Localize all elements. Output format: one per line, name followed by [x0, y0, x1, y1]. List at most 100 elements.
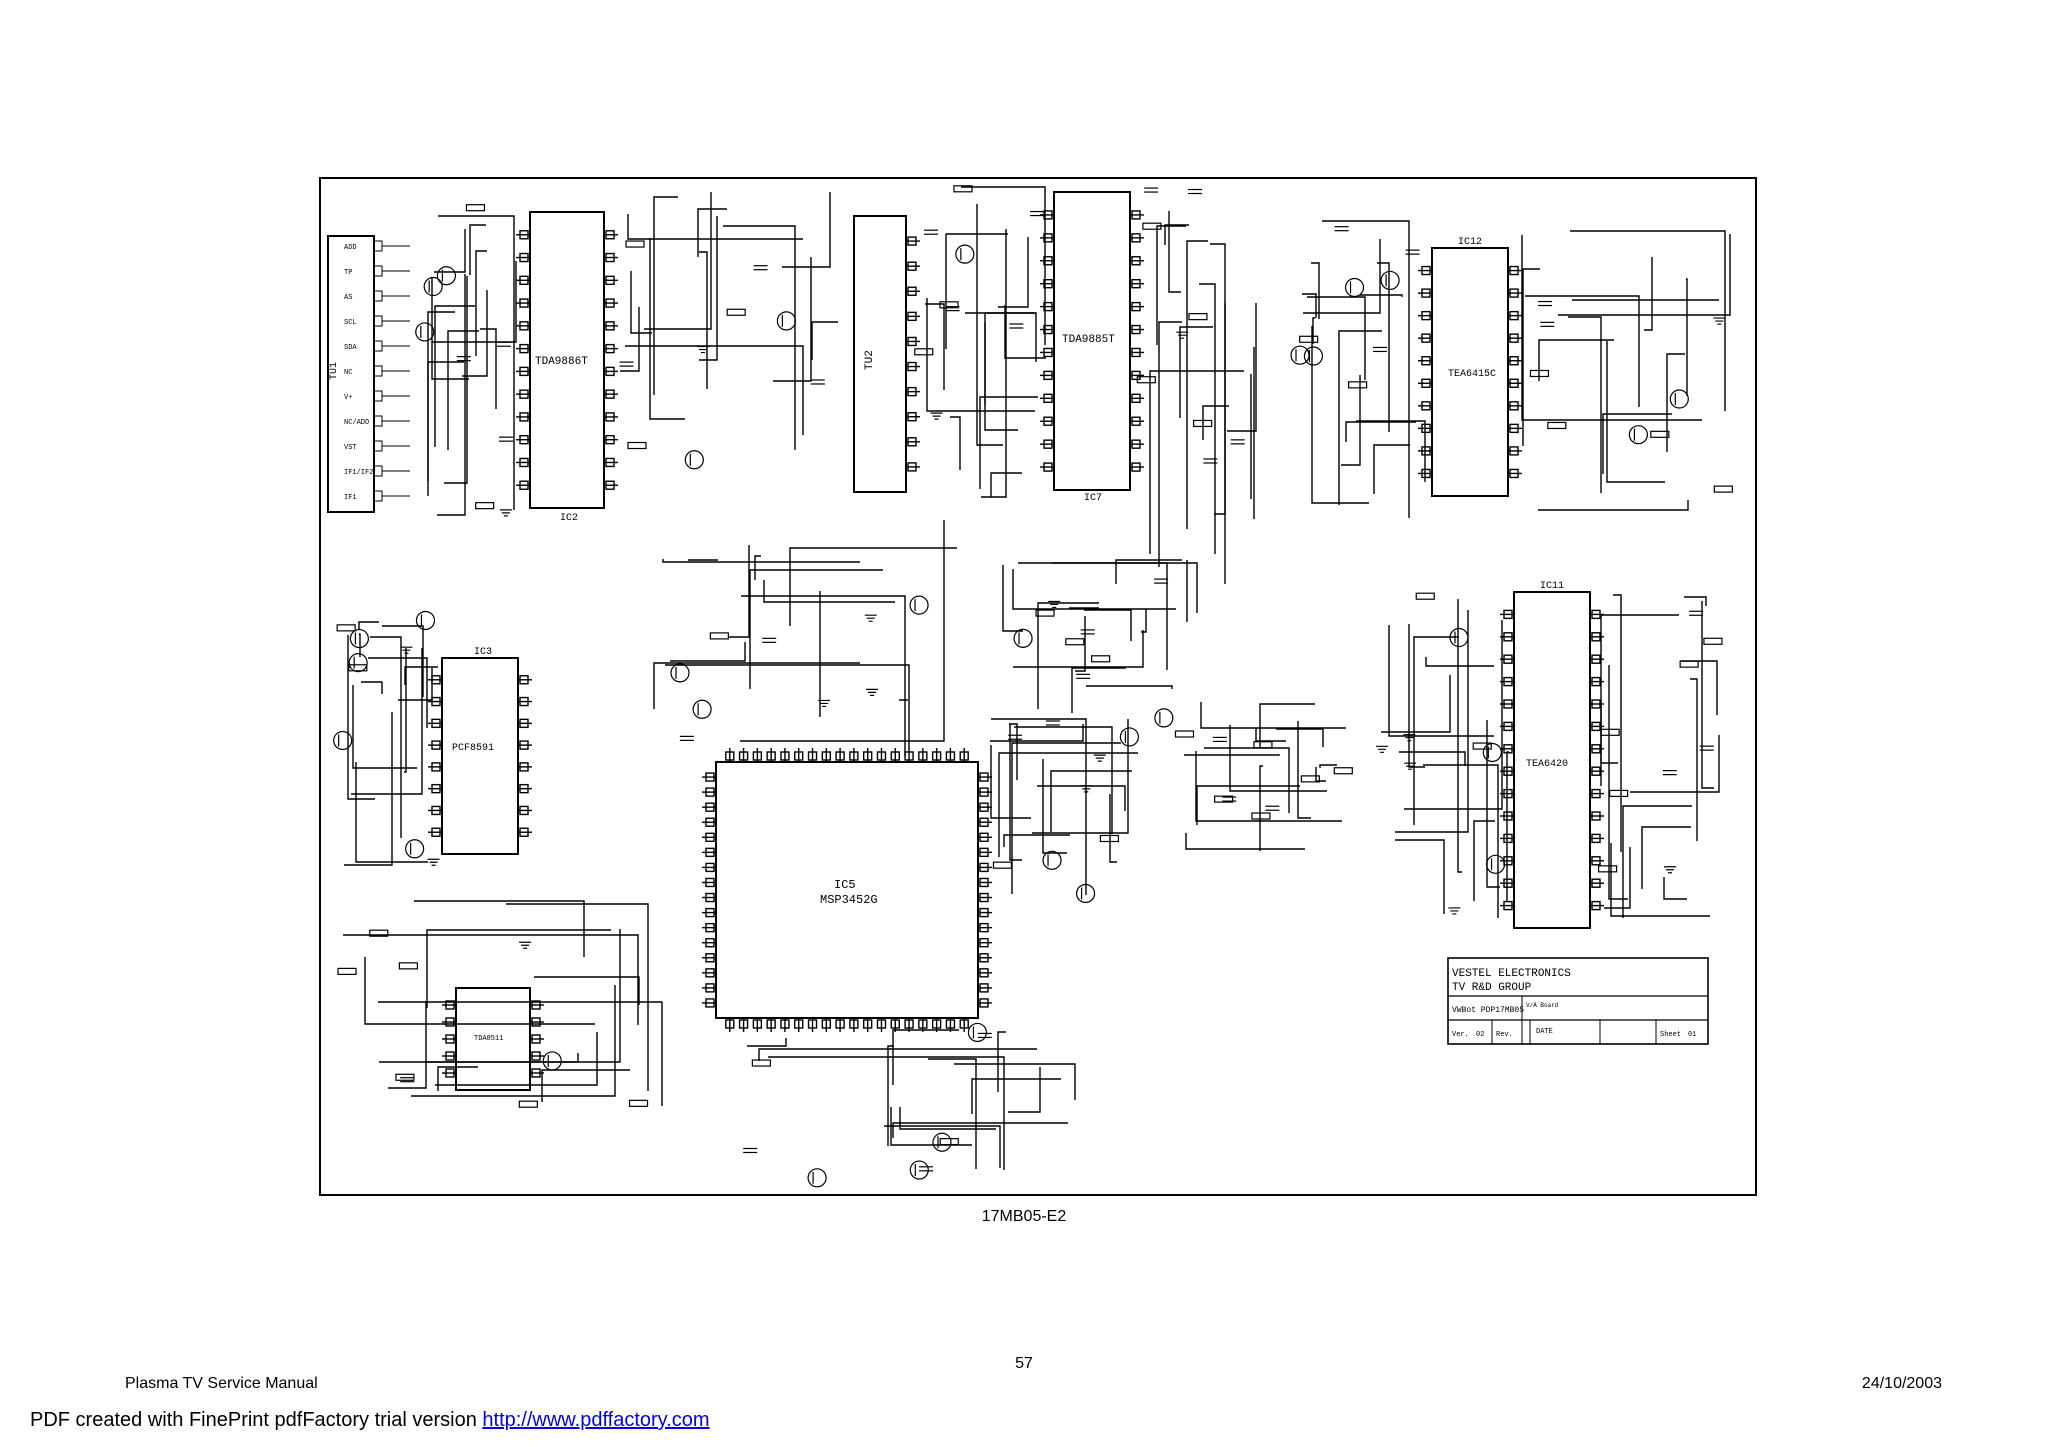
resistor [465, 204, 486, 212]
resistor [751, 1059, 771, 1067]
ic-pin-box [519, 434, 529, 445]
ic-pin-box [445, 1000, 455, 1010]
schematic-frame [319, 177, 1757, 1196]
resistor [1214, 795, 1234, 803]
ic-pin-box [1503, 699, 1513, 709]
wire [1425, 657, 1494, 667]
transistor [333, 730, 353, 751]
wire [1506, 751, 1509, 901]
wire [1525, 295, 1640, 407]
transistor [932, 1132, 952, 1152]
ground-symbol [427, 858, 440, 866]
ic-pin-box [1591, 721, 1601, 732]
ground-symbol [818, 699, 831, 708]
tuner-pin-label: NC [344, 369, 352, 377]
wire [1109, 794, 1117, 863]
ic-pin-box [1509, 468, 1519, 479]
wire [1373, 444, 1410, 494]
wire [887, 1045, 894, 1146]
ic-pin-box [705, 787, 715, 797]
ic-pin-box [705, 953, 715, 963]
ic-pin-box [705, 968, 715, 978]
ic-pin-box [531, 1000, 541, 1010]
wire [1115, 559, 1182, 584]
ic-pin-box [979, 832, 989, 842]
wire [347, 635, 375, 800]
ic-pin-box [705, 922, 715, 933]
wire [782, 192, 831, 268]
ic-pin-box [1421, 310, 1431, 321]
resistor [518, 1100, 538, 1108]
wire [1322, 220, 1410, 518]
ic-pin-box [1043, 278, 1053, 289]
wire [534, 976, 640, 1005]
transistor [542, 1051, 562, 1071]
wire [1602, 413, 1672, 474]
ic-pin-box [1131, 278, 1141, 289]
wire [351, 648, 423, 795]
transistor [405, 839, 425, 859]
wire [1666, 353, 1685, 452]
ic-pin-box [738, 1019, 749, 1029]
ic-pin-box [705, 938, 715, 948]
ic-pin-box [519, 783, 529, 794]
wire [1184, 754, 1280, 756]
resistor [1703, 637, 1723, 645]
ic-pin-box [907, 336, 917, 347]
resistor [398, 962, 418, 970]
ic-pin-box [780, 1019, 790, 1029]
wire [343, 934, 639, 1025]
wire [1630, 735, 1720, 793]
ic-pin-box [1043, 233, 1053, 243]
ic-pin-box [1131, 210, 1141, 220]
wire [344, 712, 393, 866]
wire [1404, 620, 1503, 810]
wire [925, 303, 945, 390]
wire [998, 752, 1138, 857]
wire [1186, 560, 1188, 622]
resistor [953, 185, 973, 193]
ic-pin-box [907, 361, 917, 372]
title-block: VESTEL ELECTRONICS TV R&D GROUP VWBot PD… [1447, 957, 1709, 1045]
wire [361, 681, 383, 694]
ic-pin-box [979, 907, 989, 918]
transistor [1482, 742, 1502, 763]
ic-pin-box [890, 751, 900, 761]
ground-symbol [1080, 785, 1093, 793]
wire [747, 1038, 787, 1047]
ic-pin-box [1509, 401, 1519, 411]
wire [434, 305, 475, 447]
ic-pin-box [605, 275, 615, 286]
wire [758, 1048, 1037, 1061]
ic-tda9885t: TDA9885T IC7 [1053, 191, 1131, 504]
ground-symbol [1713, 317, 1726, 325]
title-sheet-label: Sheet [1660, 1031, 1681, 1039]
ic-pin-box [1421, 401, 1431, 411]
pdffactory-link[interactable]: http://www.pdffactory.com [482, 1409, 710, 1431]
transistor [692, 699, 712, 719]
ground-symbol [1403, 734, 1416, 742]
transistor [349, 628, 369, 649]
ic-pin-box [738, 751, 749, 761]
pdf-creator-note: PDF created with FinePrint pdfFactory tr… [30, 1409, 710, 1432]
resistor [1600, 728, 1620, 736]
wire [1701, 601, 1714, 789]
wire [1644, 257, 1653, 331]
ic-pin-box [931, 751, 942, 761]
wire [1680, 660, 1718, 715]
ic-pin-box [890, 1019, 900, 1029]
wire [1610, 843, 1710, 917]
ic-pin-box [904, 1019, 914, 1029]
ic-pin-box [605, 343, 615, 354]
wire [1013, 630, 1144, 668]
wire [653, 662, 860, 709]
wire [352, 685, 417, 769]
ic-pin-box [705, 832, 715, 842]
ic-pin-box [1421, 378, 1431, 388]
wire [359, 633, 361, 657]
ic-pin-box [605, 389, 615, 399]
ic-pin-box [605, 230, 615, 240]
wire [754, 555, 761, 580]
ic-pin-box [979, 983, 989, 993]
wire [358, 621, 379, 629]
